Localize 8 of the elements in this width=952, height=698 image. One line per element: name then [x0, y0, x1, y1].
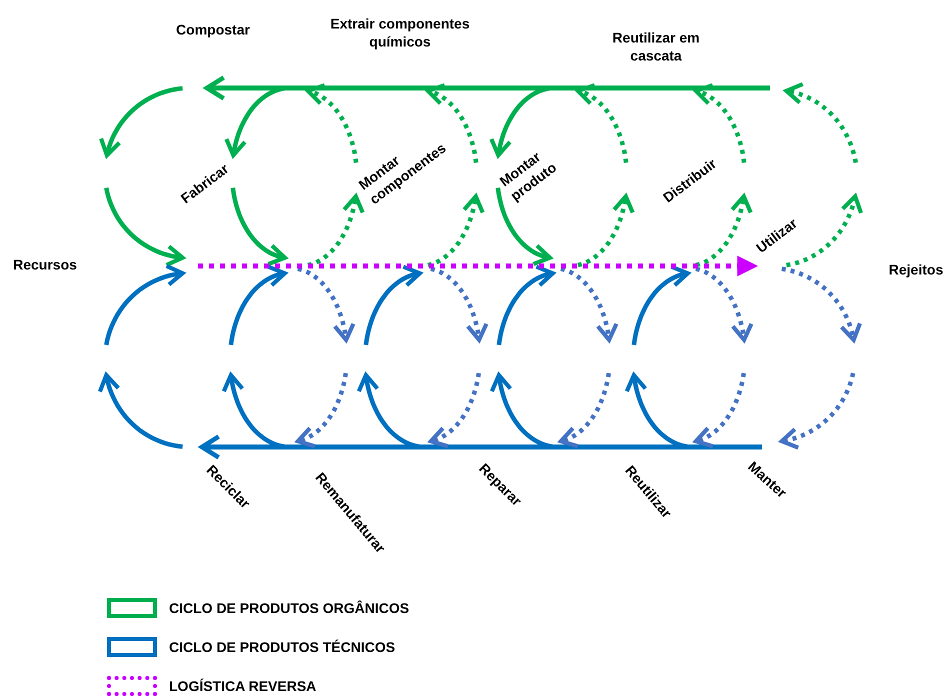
step-label: Rejeitos: [888, 261, 944, 279]
legend-text: CICLO DE PRODUTOS ORGÂNICOS: [169, 600, 410, 616]
legend-text: LOGÍSTICA REVERSA: [169, 678, 316, 694]
step-label: Compostar: [176, 21, 250, 39]
step-label: Recursos: [13, 256, 77, 274]
legend-text: CICLO DE PRODUTOS TÉCNICOS: [169, 639, 396, 655]
step-label: Extrair componentes químicos: [329, 16, 471, 50]
step-label: Reutilizar em cascata: [611, 30, 701, 64]
